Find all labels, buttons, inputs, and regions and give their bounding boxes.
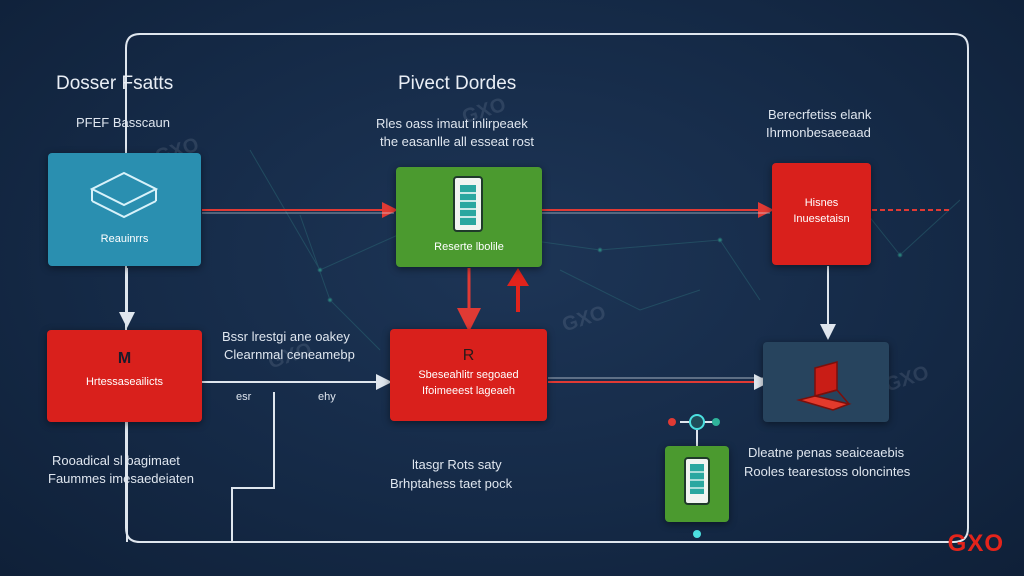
box-line-2: Ifoimeeest lageaeh [422,385,515,397]
box-navy-laptop[interactable] [763,342,889,422]
box-label: Hrtessaseailicts [85,376,164,388]
box-heading: M [117,350,132,367]
left-title: Dosser Fsatts [56,73,174,94]
caption-bottom-center-1: ltasgr Rots saty [412,457,502,472]
connector-bottom-bracket [231,392,275,542]
server-rack-icon [453,176,483,232]
phone-icon [684,457,710,505]
box-line-1: Sbeseahlitr segoaed [418,369,519,381]
box-label: Reserte lbolile [434,241,504,253]
caption-bottom-right-1: Dleatne penas seaiceaebis [748,445,905,460]
caption-small-2: ehy [318,391,336,403]
box-line-2: Inuesetaisn [793,213,850,225]
box-label: Reauinrrs [100,233,149,245]
box-blue-reauinrrs[interactable]: Reauinrrs [48,153,201,266]
caption-right-top-1: Berecrfetiss elank [768,107,872,122]
node-dot [689,414,705,430]
caption-bottom-left-2: Faummes imesaedeiaten [48,471,194,486]
outer-frame [125,33,969,543]
box-heading: R [462,347,475,364]
caption-mid-left-1: Bssr lrestgi ane oakey [222,329,350,344]
box-line-1: Hisnes [804,197,839,209]
caption-bottom-center-2: Brhptahess taet pock [390,476,513,491]
caption-small-1: esr [236,391,252,403]
caption-bottom-right-2: Rooles tearestoss oloncintes [744,464,911,479]
box-red-center[interactable]: R Sbeseahlitr segoaed Ifoimeeest lageaeh [390,329,547,421]
center-title: Pivect Dordes [398,73,517,94]
box-green-phone[interactable] [665,446,729,522]
layers-icon [89,171,159,219]
up-arrow-red [507,268,529,312]
box-red-left[interactable]: M Hrtessaseailicts [47,330,202,422]
caption-right-top-2: Ihrmonbesaeeaad [766,125,871,140]
caption-left-top: PFEF Basscaun [76,115,170,130]
laptop-icon [796,361,852,411]
caption-mid-left-2: Clearnmal ceneamebp [224,347,355,362]
caption-bottom-left-1: Rooadical sl bagimaet [52,453,180,468]
caption-center-top-2: the easanlle all esseat rost [380,134,534,149]
box-green-reserte[interactable]: Reserte lbolile [396,167,542,267]
caption-center-top-1: Rles oass imaut inlirpeaek [376,116,528,131]
box-red-hisnes[interactable]: Hisnes Inuesetaisn [772,163,871,265]
brand-logo: GXO [947,530,1004,557]
